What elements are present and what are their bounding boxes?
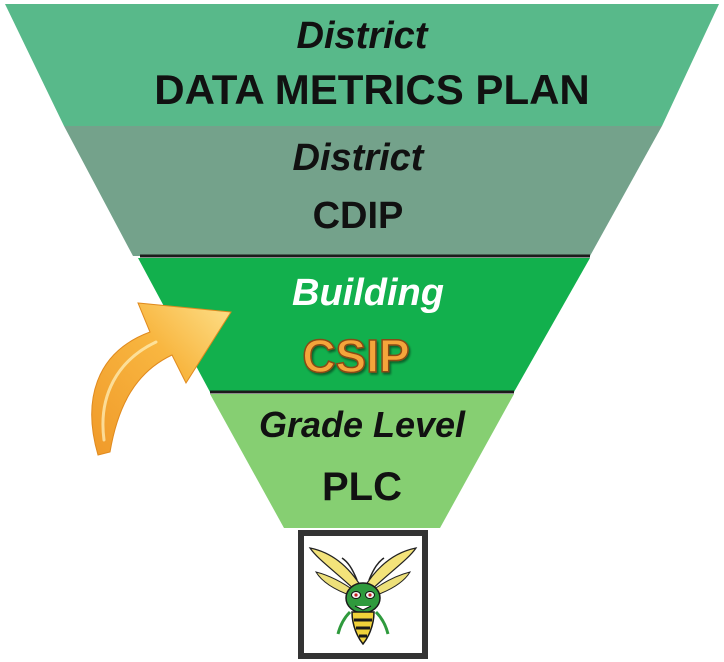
highlight-arrow-icon: [91, 302, 232, 456]
hornet-mascot-icon: [308, 547, 418, 646]
mascot-logo: [298, 530, 428, 659]
level-name-label: CDIP: [313, 195, 404, 237]
funnel-level-plc: Grade Level PLC: [210, 394, 514, 528]
level-name-label: CSIP: [302, 330, 409, 382]
level-scope-label: District: [297, 15, 429, 57]
funnel-level-data-metrics-plan: District DATA METRICS PLAN: [5, 4, 719, 126]
level-scope-label: Grade Level: [259, 404, 466, 445]
level-scope-label: District: [293, 137, 425, 179]
level-name-label: PLC: [322, 465, 402, 509]
funnel-level-cdip: District CDIP: [64, 126, 662, 258]
funnel-level-csip: Building CSIP: [138, 258, 590, 394]
level-scope-label: Building: [292, 272, 444, 314]
level-name-label: DATA METRICS PLAN: [154, 66, 590, 113]
